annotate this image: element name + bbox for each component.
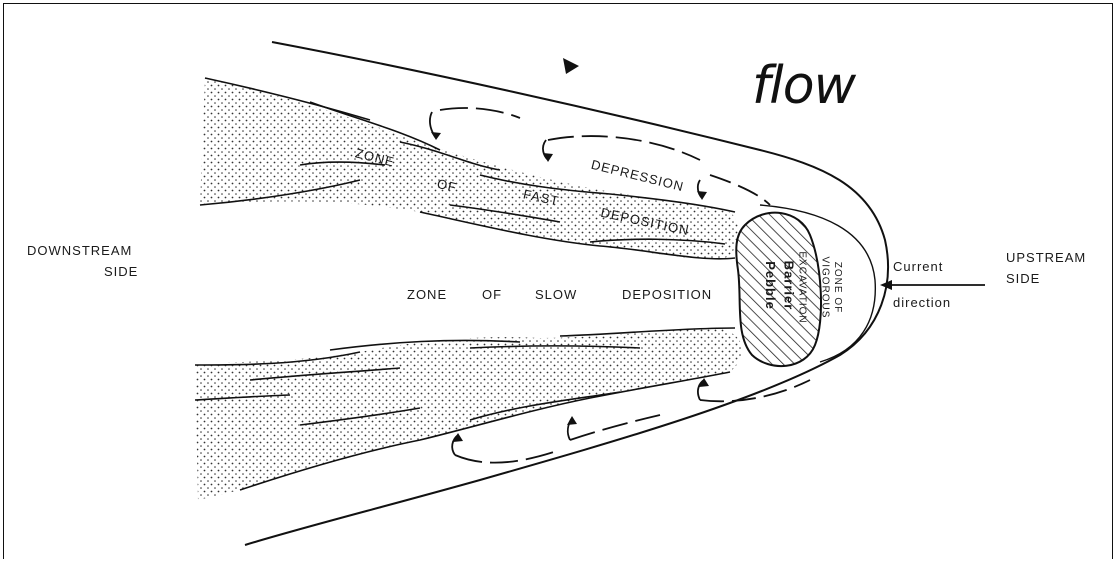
direction-label: direction	[893, 295, 951, 310]
flow-title: flow	[752, 56, 855, 116]
upstream-label: UPSTREAM	[1006, 250, 1086, 265]
pebble-label: Pebble	[763, 261, 778, 310]
barrier-pebble	[736, 213, 821, 366]
slow-zone-label: ZONE	[407, 287, 447, 302]
vigorous-label-2: VIGOROUS	[819, 257, 830, 319]
vigorous-label-1: ZONE OF	[832, 262, 843, 313]
lower-deposition-zone	[195, 328, 742, 500]
current-label: Current	[893, 259, 943, 274]
downstream-side-label: SIDE	[104, 264, 138, 279]
upstream-side-label: SIDE	[1006, 271, 1040, 286]
slow-deposition-label: DEPOSITION	[622, 287, 712, 302]
cursor-marker	[563, 58, 579, 74]
barrier-label: Barrier	[781, 261, 796, 311]
downstream-label: DOWNSTREAM	[27, 243, 132, 258]
vigorous-label-3: EXCAVATION	[797, 251, 808, 323]
slow-label: SLOW	[535, 287, 577, 302]
slow-of-label: OF	[482, 287, 502, 302]
